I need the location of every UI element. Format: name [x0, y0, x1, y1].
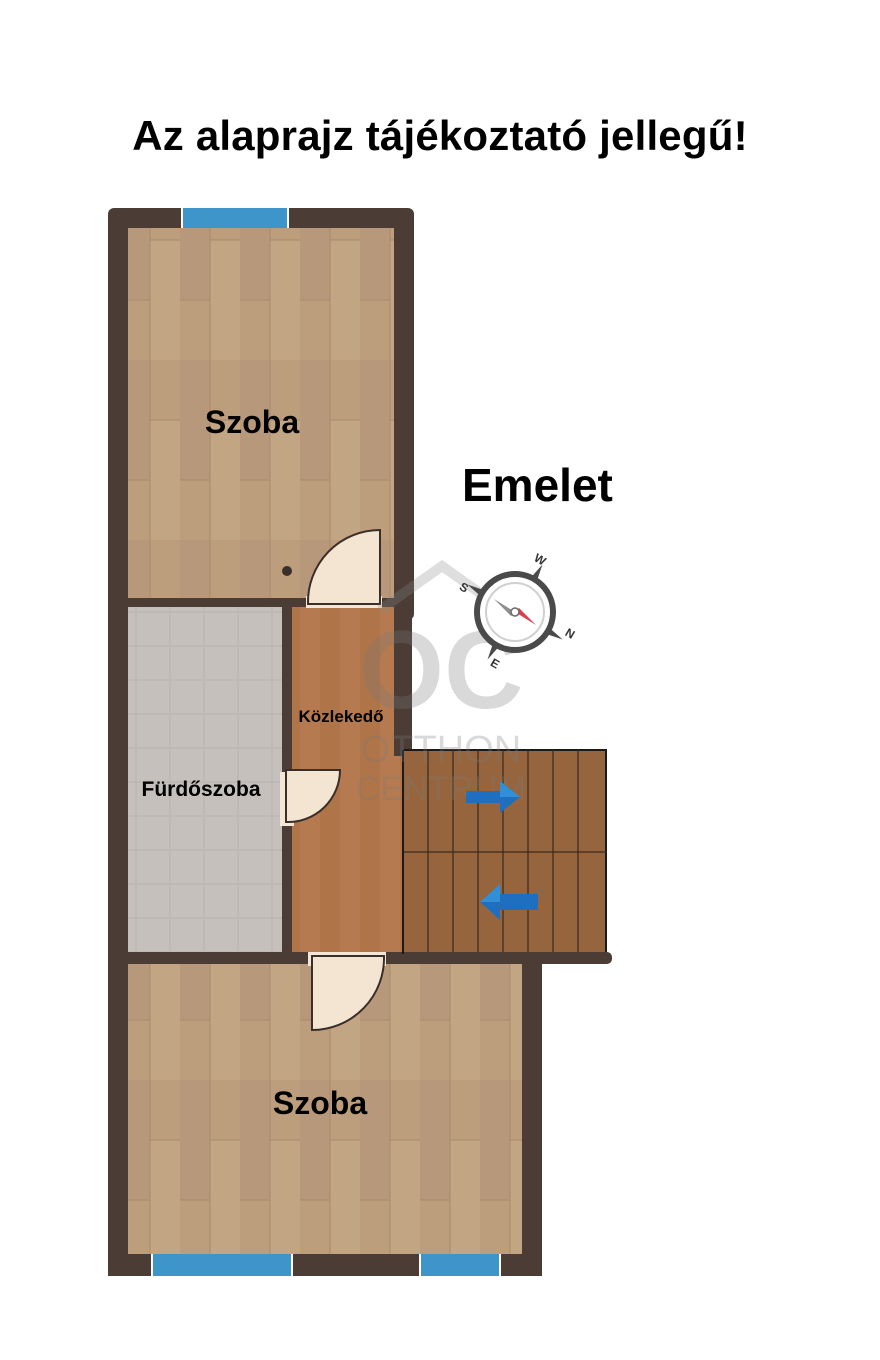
wall-stairs-base — [392, 952, 612, 964]
floor-label: Emelet — [462, 459, 613, 511]
compass-north: N — [563, 625, 578, 641]
door-swing-icon — [308, 952, 386, 1032]
compass-icon: W N E S — [457, 551, 577, 672]
window-bottom-left — [152, 1254, 292, 1276]
watermark-line1: OTTHON — [361, 729, 521, 771]
room-label-hallway: Közlekedő — [298, 707, 383, 726]
window-bottom-right — [420, 1254, 500, 1276]
stairs-down-arrow-icon — [480, 884, 538, 920]
wall-stairs-left — [402, 750, 404, 954]
room-label-bottom: Szoba — [273, 1085, 367, 1121]
window-top — [182, 208, 288, 228]
disclaimer-heading: Az alaprajz tájékoztató jellegű! — [132, 112, 748, 159]
room-label-top: Szoba — [205, 404, 299, 440]
wall-hallway-right — [394, 596, 404, 756]
door-swing-icon — [280, 769, 342, 826]
floor-bathroom — [128, 607, 282, 952]
room-label-bathroom: Fürdőszoba — [142, 778, 261, 801]
stairs-up-arrow-icon — [466, 781, 520, 813]
staircase — [403, 749, 607, 954]
light-switch-dot — [282, 566, 292, 576]
door-swing-icon — [306, 528, 382, 608]
compass-west: W — [532, 551, 549, 569]
